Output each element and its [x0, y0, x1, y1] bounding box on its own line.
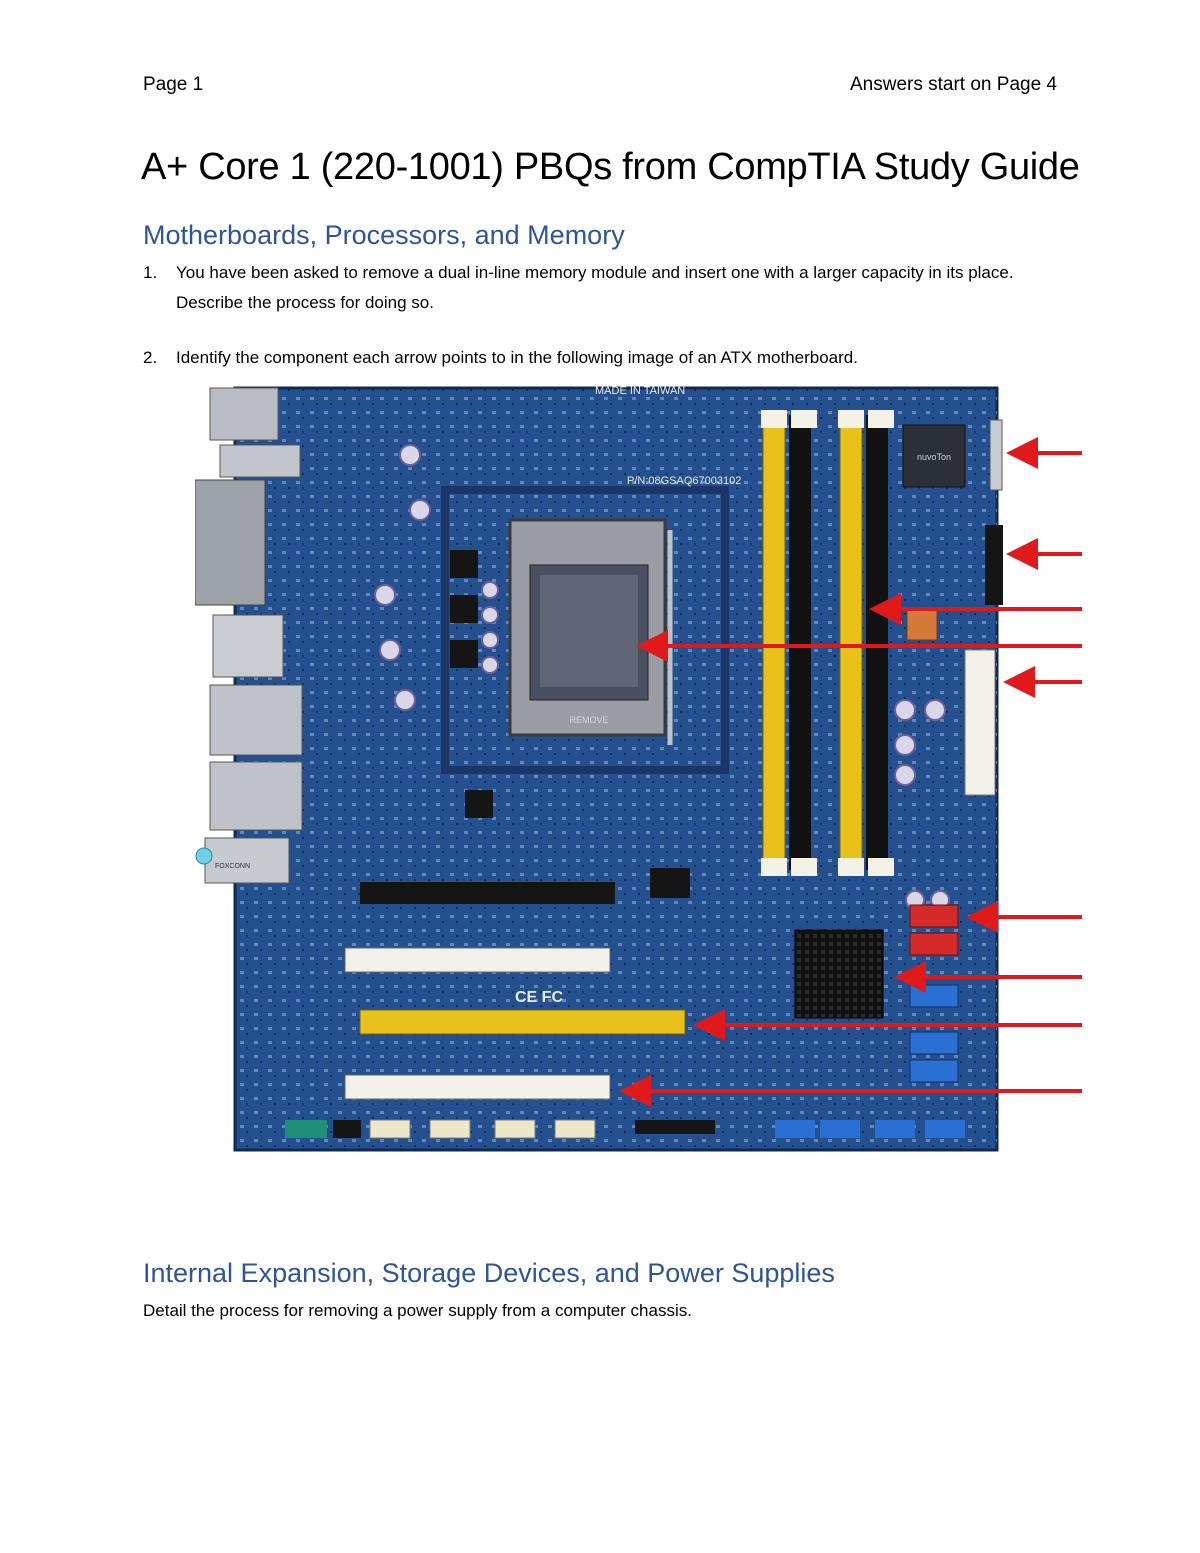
vendor-label: FOXCONN [215, 863, 250, 870]
question-number: 2. [143, 348, 158, 367]
cpu-socket [441, 486, 729, 774]
made-in-label: MADE IN TAIWAN [595, 385, 685, 397]
sata-ports [909, 904, 959, 1083]
expansion-slots [344, 868, 690, 1100]
question-number: 1. [143, 263, 158, 282]
chip-label: nuvoTon [917, 452, 951, 462]
bottom-headers [285, 1119, 965, 1139]
front-panel-header [985, 525, 1003, 605]
page-number: Page 1 [143, 74, 204, 95]
page-title: A+ Core 1 (220-1001) PBQs from CompTIA S… [141, 146, 1080, 188]
rear-io-panel [195, 387, 303, 884]
question-1: 1. You have been asked to remove a dual … [143, 258, 1063, 318]
section-heading-internal-expansion: Internal Expansion, Storage Devices, and… [143, 1258, 835, 1288]
part-number-label: P/N:08GSAQ67003102 [627, 475, 741, 487]
question-text: You have been asked to remove a dual in-… [176, 263, 1014, 312]
callout-arrows [619, 437, 1082, 1107]
chipset-heatsink [794, 929, 884, 1019]
motherboard-image: nuvoTon [195, 380, 1087, 1160]
ram-slots [761, 410, 894, 876]
cert-mark-label: CE FC [515, 989, 563, 1006]
section-heading-motherboards: Motherboards, Processors, and Memory [143, 220, 625, 250]
question-text: Identify the component each arrow points… [176, 348, 858, 367]
atx-power-connector [964, 649, 996, 796]
bios-battery-holder [989, 419, 1003, 491]
section-body-text: Detail the process for removing a power … [143, 1301, 692, 1320]
answers-note: Answers start on Page 4 [850, 74, 1057, 95]
socket-remove-label: REMOVE [569, 715, 608, 725]
super-io-chip [902, 424, 966, 488]
vrm-chokes [450, 550, 493, 818]
question-2: 2. Identify the component each arrow poi… [143, 343, 1063, 373]
